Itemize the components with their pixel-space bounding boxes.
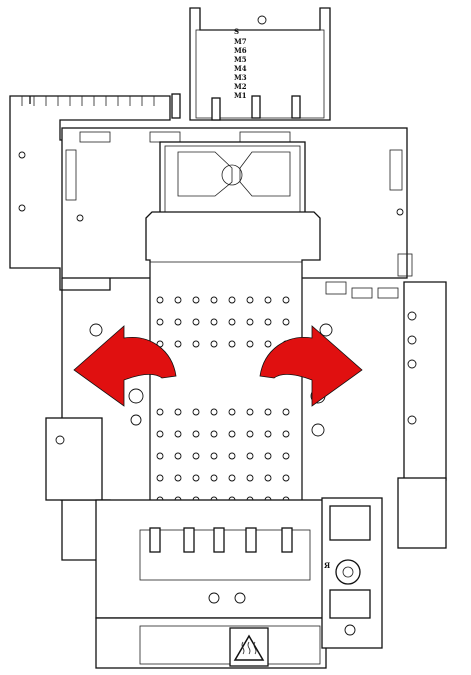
cooling-fan <box>159 141 306 218</box>
motor-label-list: S M7 M6 M5 M4 M3 M2 M1 <box>234 27 247 100</box>
motor-label-m5: M5 <box>234 55 247 64</box>
label-bracket: S M7 M6 M5 M4 M3 M2 M1 <box>189 7 331 121</box>
motor-label-s: S <box>234 27 239 36</box>
motor-label-m2: M2 <box>234 82 247 91</box>
motor-label-m3: M3 <box>234 73 247 82</box>
actuator-block: Я <box>321 497 383 649</box>
motor-label-m1: M1 <box>234 91 247 100</box>
standoff-posts <box>171 93 301 121</box>
base-assembly <box>95 499 327 669</box>
motor-label-m6: M6 <box>234 46 247 55</box>
hot-surface-warning-icon <box>229 627 269 667</box>
rotate-arrow-right-icon <box>259 325 363 407</box>
motor-label-m4: M4 <box>234 64 247 73</box>
motor-label-m7: M7 <box>234 37 247 46</box>
right-frame <box>310 281 447 549</box>
callout-letter: Я <box>324 561 330 570</box>
rotate-arrow-left-icon <box>73 325 177 407</box>
